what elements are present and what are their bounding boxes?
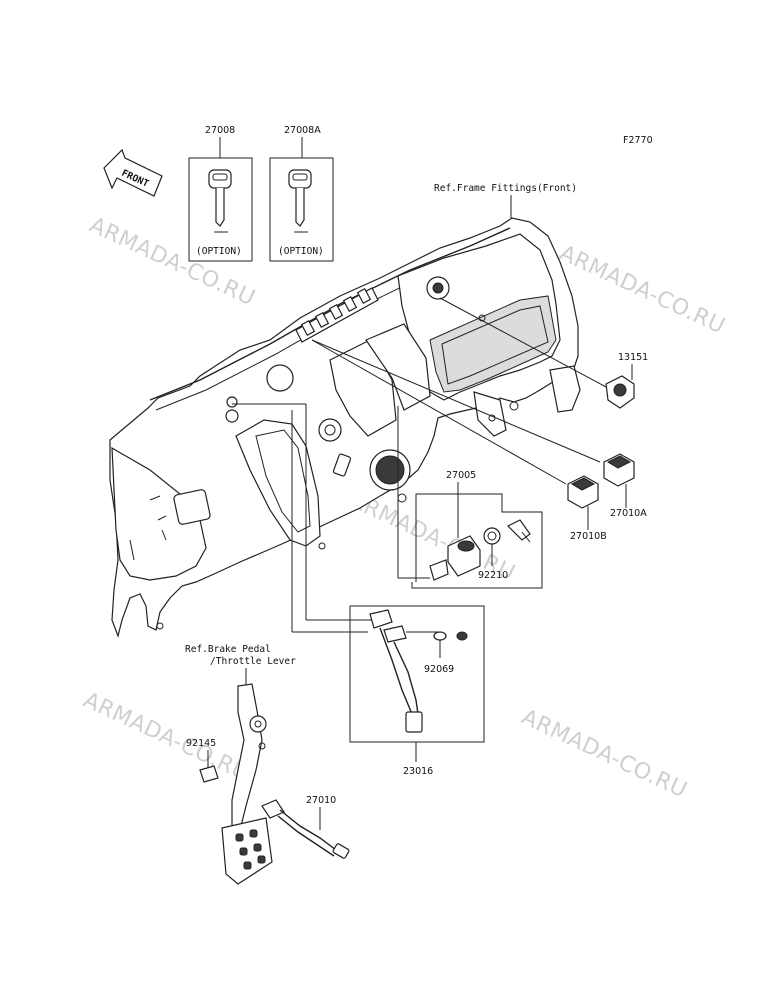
option-note: (OPTION) — [278, 246, 324, 257]
switch-block — [295, 287, 379, 343]
key-icon — [288, 169, 312, 233]
part-label-27008: 27008 — [205, 125, 235, 136]
part-label-27005: 27005 — [446, 470, 476, 481]
ref-frame-fittings: Ref.Frame Fittings(Front) — [434, 183, 577, 194]
watermark: ARMADA-CO.RU — [79, 688, 252, 787]
clip-icon — [199, 765, 219, 783]
part-label-92145: 92145 — [186, 738, 216, 749]
rocker-switch-27010A-icon — [603, 453, 635, 487]
part-label-27008A: 27008A — [284, 125, 321, 136]
key-box-27008A: 27008A (OPTION) — [269, 125, 334, 262]
watermark: ARMADA-CO.RU — [85, 213, 258, 312]
part-label-13151: 13151 — [618, 352, 648, 363]
key-box-27008: 27008 (OPTION) — [188, 125, 253, 262]
figure-code: F2770 — [623, 135, 653, 146]
option-note: (OPTION) — [196, 246, 242, 257]
part-label-27010B: 27010B — [570, 531, 607, 542]
part-label-27010A: 27010A — [610, 508, 647, 519]
wiring-harness-icon — [369, 609, 468, 733]
ref-brake-pedal-line1: Ref.Brake Pedal — [185, 644, 271, 655]
power-socket-icon — [605, 375, 635, 409]
dashboard-panel — [109, 217, 581, 639]
watermark: ARMADA-CO.RU — [555, 241, 728, 340]
part-label-27010: 27010 — [306, 795, 336, 806]
throttle-sensor-icon — [261, 799, 350, 859]
part-label-92069: 92069 — [424, 664, 454, 675]
watermark: ARMADA-CO.RU — [517, 705, 690, 804]
ref-brake-pedal-line2: /Throttle Lever — [210, 656, 296, 667]
key-icon — [208, 169, 232, 233]
front-arrow-icon: FRONT — [103, 148, 163, 197]
part-label-92210: 92210 — [478, 570, 508, 581]
rocker-switch-27010B-icon — [567, 475, 599, 509]
part-label-23016: 23016 — [403, 766, 433, 777]
throttle-pedal-icon — [221, 683, 273, 885]
